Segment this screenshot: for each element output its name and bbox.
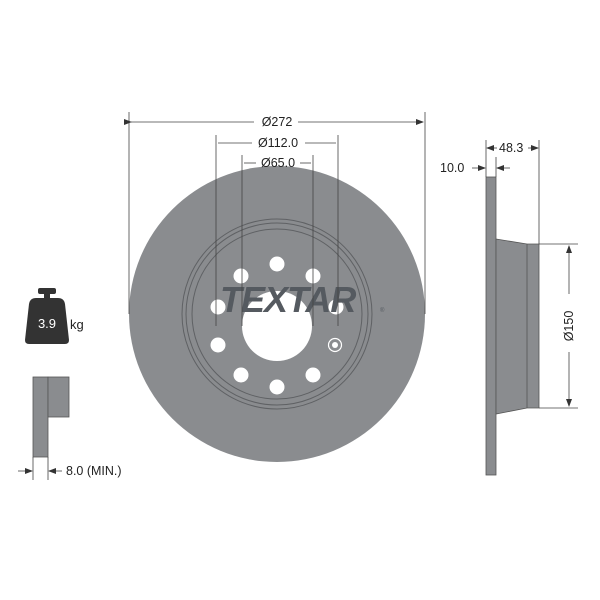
- dim-outer-diameter: Ø272: [262, 115, 293, 129]
- centre-bore: [242, 291, 312, 361]
- min-thickness-profile: [32, 376, 70, 458]
- dim-thickness: 10.0: [440, 161, 464, 175]
- weight-icon: [25, 288, 69, 344]
- disc-front-view: TEXTAR ®: [129, 166, 425, 462]
- weight-value: 3.9: [38, 316, 56, 331]
- brand-logo: TEXTAR: [220, 279, 356, 320]
- dim-min-thickness: 8.0 (MIN.): [66, 464, 122, 478]
- dim-centre-bore: Ø65.0: [261, 156, 295, 170]
- svg-text:®: ®: [380, 307, 385, 314]
- disc-side-view: [485, 176, 540, 476]
- dimension-lines: [124, 112, 426, 326]
- dim-pcd: Ø112.0: [258, 136, 298, 150]
- dim-hub-diameter: Ø150: [562, 311, 576, 342]
- locating-screw-hole: [327, 337, 343, 353]
- dim-height: 48.3: [499, 141, 523, 155]
- bolt-holes: [210, 256, 344, 395]
- weight-unit: kg: [70, 317, 84, 332]
